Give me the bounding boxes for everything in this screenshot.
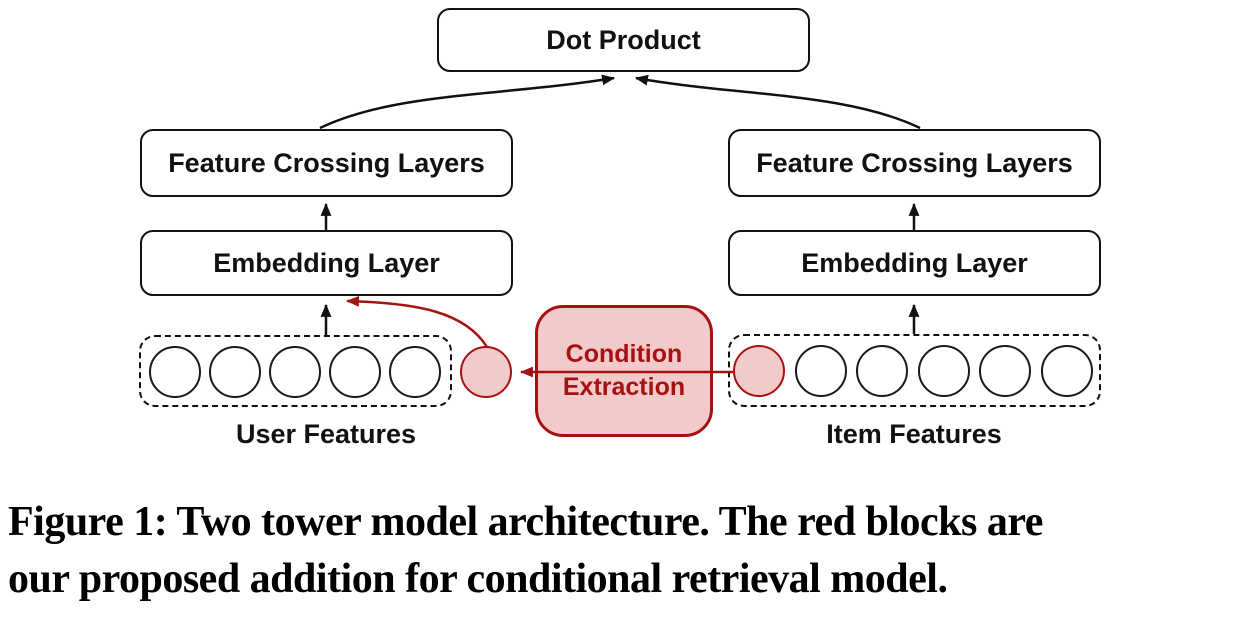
- figure-caption-line1: Figure 1: Two tower model architecture. …: [8, 499, 1043, 545]
- item-features-dashed-box: [728, 334, 1101, 407]
- user-feature-circle: [329, 346, 381, 398]
- user-embedding-layer-box: Embedding Layer: [140, 230, 513, 296]
- user-features-dashed-box: [139, 335, 452, 407]
- edge-user-tower-to-dot-product: [319, 74, 616, 130]
- item-feature-circle: [918, 345, 970, 397]
- item-feature-circle: [795, 345, 847, 397]
- dot-product-box: Dot Product: [437, 8, 810, 72]
- item-feature-crossing-layers-box: Feature Crossing Layers: [728, 129, 1101, 197]
- figure-caption-line2: our proposed addition for conditional re…: [8, 556, 948, 602]
- figure-caption: Figure 1: Two tower model architecture. …: [8, 494, 1230, 608]
- user-feature-circle: [269, 346, 321, 398]
- user-features-label: User Features: [235, 419, 417, 449]
- item-embedding-layer-box: Embedding Layer: [728, 230, 1101, 296]
- user-feature-crossing-layers-box: Feature Crossing Layers: [140, 129, 513, 197]
- item-condition-circle: [733, 345, 785, 397]
- user-feature-circle: [389, 346, 441, 398]
- edge-item-tower-to-dot-product: [634, 74, 921, 130]
- item-feature-circle: [1041, 345, 1093, 397]
- item-features-label: Item Features: [826, 419, 1002, 449]
- condition-extraction-label-line1: Condition: [565, 340, 683, 368]
- condition-extraction-label-line2: Extraction: [562, 373, 686, 401]
- item-feature-circle: [856, 345, 908, 397]
- item-feature-circle: [979, 345, 1031, 397]
- condition-extraction-box: Condition Extraction: [535, 305, 713, 437]
- user-feature-circle: [209, 346, 261, 398]
- user-feature-circle: [149, 346, 201, 398]
- user-condition-circle: [460, 346, 512, 398]
